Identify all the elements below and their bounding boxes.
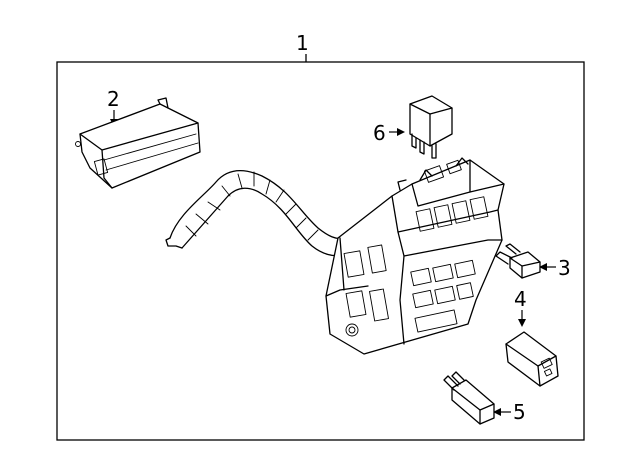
fuse-box-cover: [75, 97, 201, 189]
callout-6-label: 6: [373, 121, 386, 145]
callout-5[interactable]: 5: [493, 400, 526, 424]
callout-5-label: 5: [513, 400, 526, 424]
callout-1-label: 1: [296, 31, 309, 55]
callout-4[interactable]: 4: [514, 287, 527, 327]
callout-1[interactable]: 1: [296, 31, 309, 62]
callout-6[interactable]: 6: [373, 121, 405, 145]
fuse-box-assembly: [165, 157, 505, 355]
relay: [409, 95, 453, 159]
mini-fuse: [495, 243, 541, 279]
callout-3-label: 3: [558, 256, 571, 280]
callout-2-label: 2: [107, 87, 120, 111]
callout-5-arrowhead: [493, 408, 501, 416]
callout-3[interactable]: 3: [539, 256, 571, 280]
callout-3-arrowhead: [539, 263, 547, 271]
cartridge-fuse: [443, 371, 495, 425]
callout-6-arrowhead: [397, 128, 405, 136]
micro-relay: [505, 331, 559, 387]
callout-4-label: 4: [514, 287, 527, 311]
assembly-frame: [56, 61, 585, 441]
callout-4-arrowhead: [518, 319, 526, 327]
